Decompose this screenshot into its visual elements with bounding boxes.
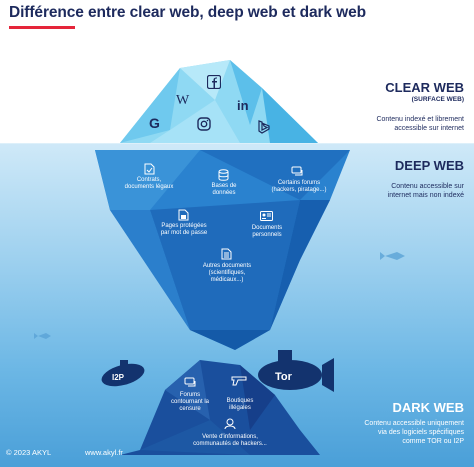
wikipedia-icon: W: [176, 93, 190, 106]
dark-item-hackers: Vente d'informations, communautés de hac…: [185, 434, 275, 448]
instagram-icon: [197, 117, 211, 131]
footer-copyright: © 2023 AKYL: [6, 448, 52, 457]
deep-item-databases-line2: données: [212, 190, 236, 196]
deep-item-protected-pages-line1: Pages protégées: [161, 223, 207, 229]
hacker-icon: [224, 418, 236, 430]
deep-web-desc-line2: internet mais non indexé: [387, 192, 464, 199]
documents-icon: [221, 248, 232, 260]
dark-item-forums: Forums contournant la censure: [160, 392, 220, 413]
id-card-icon: [260, 211, 273, 221]
deep-item-personal-docs-line2: personnels: [252, 232, 282, 238]
deep-item-other-docs: Autres documents (scientifiques, médicau…: [192, 263, 262, 284]
dark-item-shops: Boutiques illégales: [218, 398, 262, 412]
dark-item-hackers-line1: Vente d'informations,: [202, 434, 258, 440]
page-title: Différence entre clear web, deep web et …: [9, 4, 366, 21]
tor-label: Tor: [275, 371, 293, 383]
dark-web-desc-line1: Contenu accessible uniquement: [364, 420, 464, 427]
dark-item-forums-line1: Forums: [179, 392, 201, 398]
clear-web-subtitle: (SURFACE WEB): [411, 96, 464, 103]
linkedin-icon: in: [237, 98, 249, 112]
dark-item-shops-line2: illégales: [229, 405, 251, 411]
deep-item-databases-line1: Bases de: [211, 183, 237, 189]
iceberg-tip: [120, 60, 318, 143]
submarine-i2p: I2P: [101, 360, 145, 387]
deep-item-personal-docs: Documents personnels: [238, 225, 296, 239]
forum-icon: [291, 166, 303, 176]
dark-web-description: Contenu accessible uniquement via des lo…: [314, 419, 464, 446]
weapon-icon: [231, 376, 247, 386]
deep-web-desc-line1: Contenu accessible sur: [391, 183, 464, 190]
deep-item-protected-pages: Pages protégées par mot de passe: [150, 223, 218, 237]
i2p-label: I2P: [112, 373, 125, 382]
footer-site[interactable]: www.akyl.fr: [85, 448, 123, 457]
deep-item-other-docs-line2: (scientifiques,: [208, 270, 246, 276]
database-icon: [218, 169, 229, 181]
dark-web-desc-line3: comme TOR ou I2P: [402, 438, 464, 445]
deep-item-other-docs-line1: Autres documents: [202, 263, 252, 269]
svg-text:W: W: [176, 93, 190, 106]
deep-item-databases: Bases de données: [199, 183, 249, 197]
chat-icon: [184, 377, 196, 387]
dark-item-hackers-line2: communautés de hackers...: [193, 441, 267, 447]
dark-web-title: DARK WEB: [392, 400, 465, 415]
clear-web-desc-line1: Contenu indexé et librement: [376, 116, 464, 123]
svg-text:in: in: [237, 98, 249, 112]
dark-web-desc-line2: via des logiciels spécifiques: [378, 429, 464, 436]
iceberg-dark: [120, 360, 320, 455]
fish-decoration-2: [34, 333, 51, 339]
clear-web-desc-line2: accessible sur internet: [394, 125, 464, 132]
contract-icon: [144, 163, 155, 175]
deep-item-protected-pages-line2: par mot de passe: [160, 230, 208, 236]
deep-item-forums-line2: (hackers, piratage...): [271, 187, 327, 193]
dark-item-forums-line3: censure: [179, 406, 201, 412]
clear-web-description: Contenu indexé et librement accessible s…: [324, 115, 464, 133]
deep-item-forums-line1: Certains forums: [277, 180, 321, 186]
clear-web-title: CLEAR WEB: [385, 80, 464, 95]
deep-item-other-docs-line3: médicaux...): [210, 277, 244, 283]
deep-item-forums: Certains forums (hackers, piratage...): [263, 180, 335, 194]
fish-decoration: [380, 252, 405, 260]
deep-item-contracts: Contrats, documents légaux: [115, 177, 183, 191]
lock-page-icon: [178, 209, 189, 221]
svg-text:G: G: [149, 116, 160, 130]
deep-web-description: Contenu accessible sur internet mais non…: [324, 182, 464, 200]
dark-item-forums-line2: contournant la: [170, 399, 210, 405]
title-underline: [9, 26, 75, 29]
facebook-icon: [207, 75, 221, 89]
deep-item-contracts-line2: documents légaux: [124, 184, 174, 190]
deep-item-personal-docs-line1: Documents: [251, 225, 283, 231]
bing-icon: [258, 120, 270, 134]
google-icon: G: [149, 116, 160, 130]
submarine-tor: Tor: [258, 350, 334, 392]
deep-item-contracts-line1: Contrats,: [136, 177, 162, 183]
dark-item-shops-line1: Boutiques: [226, 398, 254, 404]
deep-web-title: DEEP WEB: [394, 158, 464, 173]
